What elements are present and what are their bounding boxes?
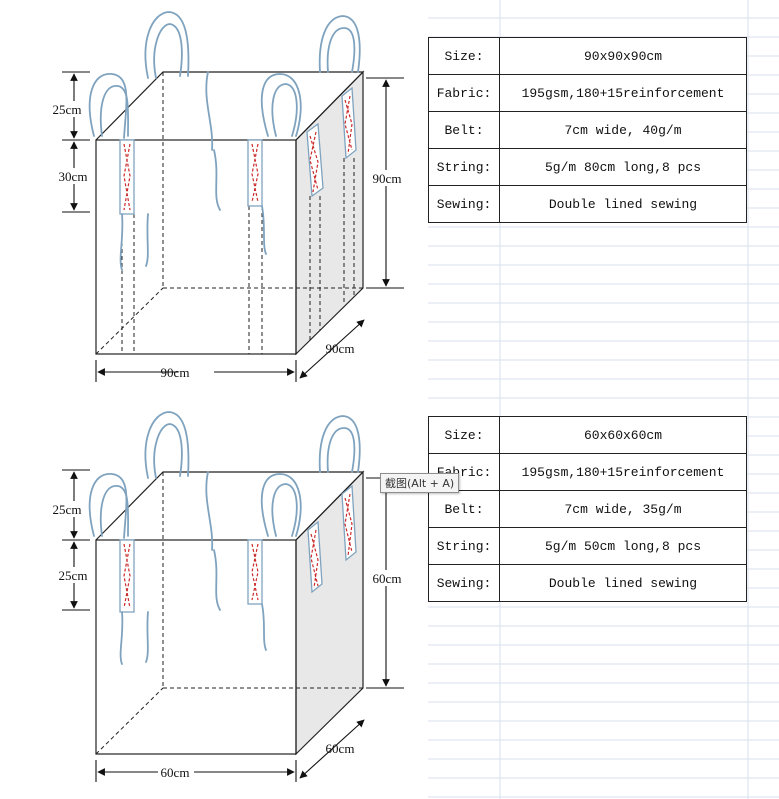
spec-key: Belt: [428, 111, 500, 149]
dim-belt: 30cm [59, 169, 88, 184]
dim-height: 60cm [373, 571, 402, 586]
dim-depth: 60cm [326, 741, 355, 756]
spec-value: Double lined sewing [499, 185, 747, 223]
bag-diagram-small: 25cm 25cm 60cm 60cm 60cm [48, 411, 406, 782]
lifting-loops [88, 411, 361, 665]
spec-value: 5g/m 50cm long,8 pcs [499, 527, 747, 565]
spec-row-size: Size: 60x60x60cm [428, 416, 747, 454]
spec-row-string: String: 5g/m 50cm long,8 pcs [428, 527, 747, 565]
spec-row-sewing: Sewing: Double lined sewing [428, 185, 747, 223]
spec-key: String: [428, 148, 500, 186]
screenshot-tooltip: 截图(Alt + A) [380, 473, 460, 493]
bag-hidden-edges [95, 72, 363, 355]
spec-row-fabric: Fabric: 195gsm,180+15reinforcement [428, 74, 747, 112]
spec-key: Fabric: [428, 74, 500, 112]
dim-belt: 25cm [59, 568, 88, 583]
spec-row-string: String: 5g/m 80cm long,8 pcs [428, 148, 747, 186]
spec-table-large: Size: 90x90x90cm Fabric: 195gsm,180+15re… [428, 37, 747, 223]
dim-top-loop: 25cm [53, 502, 82, 517]
spec-row-fabric: Fabric: 195gsm,180+15reinforcement [428, 453, 747, 491]
belt-stitching [123, 95, 353, 211]
spec-key: Size: [428, 416, 500, 454]
spec-key: Sewing: [428, 185, 500, 223]
spec-key: Size: [428, 37, 500, 75]
dim-width: 90cm [161, 365, 190, 380]
dim-depth: 90cm [326, 341, 355, 356]
spec-value: 7cm wide, 40g/m [499, 111, 747, 149]
bag-body-outline [95, 471, 365, 755]
spec-row-size: Size: 90x90x90cm [428, 37, 747, 75]
spec-value: 60x60x60cm [499, 416, 747, 454]
belt-straps [119, 484, 357, 613]
dim-height: 90cm [373, 171, 402, 186]
belt-straps [119, 86, 357, 215]
lifting-loops [88, 11, 361, 271]
dim-width: 60cm [161, 765, 190, 780]
spec-row-sewing: Sewing: Double lined sewing [428, 564, 747, 602]
spec-value: 195gsm,180+15reinforcement [499, 453, 747, 491]
spec-value: 7cm wide, 35g/m [499, 490, 747, 528]
spec-row-belt: Belt: 7cm wide, 35g/m [428, 490, 747, 528]
spec-key: String: [428, 527, 500, 565]
dimension-arrows [62, 71, 404, 382]
dim-top-loop: 25cm [53, 102, 82, 117]
spec-value: 5g/m 80cm long,8 pcs [499, 148, 747, 186]
spec-table-small: Size: 60x60x60cm Fabric: 195gsm,180+15re… [428, 416, 747, 602]
bag-hidden-edges [95, 472, 363, 755]
spec-key: Sewing: [428, 564, 500, 602]
spec-row-belt: Belt: 7cm wide, 40g/m [428, 111, 747, 149]
belt-stitching [123, 493, 353, 609]
bag-diagram-large: 25cm 30cm 90cm 90cm 90cm [48, 11, 406, 382]
spec-key: Belt: [428, 490, 500, 528]
dimension-labels: 25cm 25cm 60cm 60cm 60cm [48, 501, 406, 781]
bag-body-outline [95, 71, 365, 355]
spec-value: 90x90x90cm [499, 37, 747, 75]
spec-value: 195gsm,180+15reinforcement [499, 74, 747, 112]
spec-value: Double lined sewing [499, 564, 747, 602]
dimension-labels: 25cm 30cm 90cm 90cm 90cm [48, 101, 406, 381]
